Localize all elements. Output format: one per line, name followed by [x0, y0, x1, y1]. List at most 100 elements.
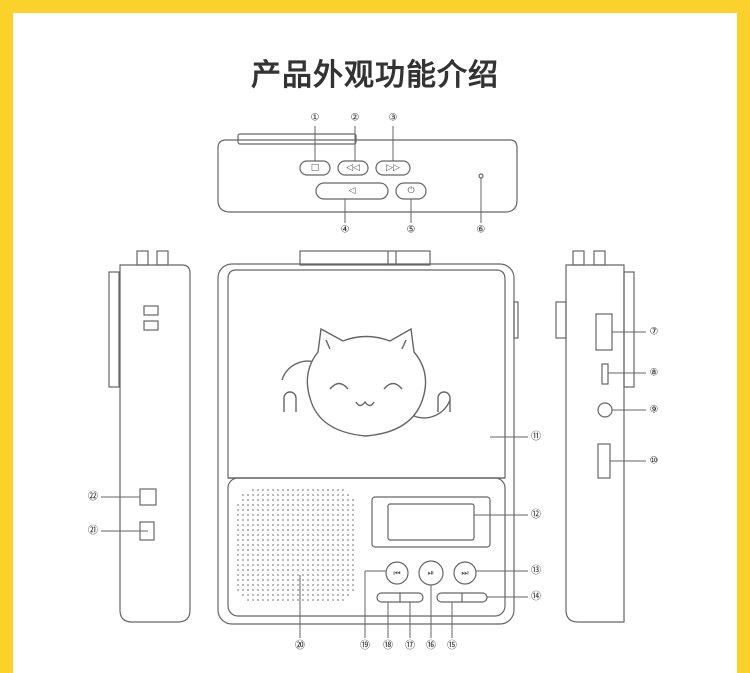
grille-hole: [262, 494, 264, 496]
grille-hole: [327, 559, 329, 561]
grille-hole: [252, 599, 254, 601]
grille-hole: [262, 554, 264, 556]
grille-hole: [242, 589, 244, 591]
grille-hole: [272, 514, 274, 516]
grille-hole: [277, 524, 279, 526]
grille-hole: [287, 539, 289, 541]
grille-hole: [237, 559, 239, 561]
grille-hole: [322, 554, 324, 556]
callout-14: ⑭: [531, 591, 541, 603]
left-side-knob-1: [136, 250, 149, 266]
callout-8: ⑧: [650, 368, 659, 379]
grille-hole: [277, 584, 279, 586]
grille-hole: [342, 589, 344, 591]
grille-hole: [292, 594, 294, 596]
grille-hole: [347, 514, 349, 516]
grille-hole: [252, 544, 254, 546]
grille-hole: [302, 579, 304, 581]
grille-hole: [322, 489, 324, 491]
grille-hole: [312, 534, 314, 536]
grille-hole: [277, 529, 279, 531]
grille-hole: [252, 504, 254, 506]
callout-3: ③: [389, 113, 398, 124]
grille-hole: [327, 579, 329, 581]
grille-hole: [337, 539, 339, 541]
grille-hole: [237, 524, 239, 526]
grille-hole: [317, 579, 319, 581]
grille-hole: [277, 574, 279, 576]
grille-hole: [347, 589, 349, 591]
grille-hole: [307, 544, 309, 546]
grille-hole: [262, 489, 264, 491]
grille-hole: [282, 499, 284, 501]
grille-hole: [302, 509, 304, 511]
grille-hole: [262, 499, 264, 501]
grille-hole: [247, 499, 249, 501]
grille-hole: [237, 574, 239, 576]
grille-hole: [262, 589, 264, 591]
grille-hole: [312, 519, 314, 521]
grille-hole: [257, 514, 259, 516]
grille-hole: [287, 534, 289, 536]
grille-hole: [352, 579, 354, 581]
play-button: [315, 182, 389, 200]
grille-hole: [292, 539, 294, 541]
grille-hole: [257, 564, 259, 566]
callout-4: ④: [341, 225, 350, 236]
grille-hole: [277, 504, 279, 506]
grille-hole: [237, 519, 239, 521]
grille-hole: [267, 599, 269, 601]
grille-hole: [262, 599, 264, 601]
left-side-slot-1: [143, 305, 159, 316]
grille-hole: [247, 574, 249, 576]
grille-hole: [287, 549, 289, 551]
grille-hole: [302, 594, 304, 596]
grille-hole: [287, 489, 289, 491]
grille-hole: [292, 489, 294, 491]
grille-hole: [272, 529, 274, 531]
grille-hole: [262, 539, 264, 541]
grille-hole: [267, 549, 269, 551]
grille-hole: [242, 554, 244, 556]
grille-hole: [292, 499, 294, 501]
grille-hole: [272, 579, 274, 581]
grille-hole: [272, 534, 274, 536]
grille-hole: [312, 544, 314, 546]
grille-hole: [257, 574, 259, 576]
grille-hole: [342, 559, 344, 561]
callout-17: ⑰: [405, 640, 415, 652]
grille-hole: [327, 539, 329, 541]
grille-hole: [282, 494, 284, 496]
grille-hole: [327, 564, 329, 566]
grille-hole: [297, 514, 299, 516]
grille-hole: [297, 499, 299, 501]
grille-hole: [317, 584, 319, 586]
grille-hole: [252, 489, 254, 491]
grille-hole: [287, 509, 289, 511]
grille-hole: [327, 504, 329, 506]
grille-hole: [252, 589, 254, 591]
grille-hole: [262, 529, 264, 531]
grille-hole: [277, 579, 279, 581]
grille-hole: [247, 509, 249, 511]
grille-hole: [322, 544, 324, 546]
grille-hole: [342, 544, 344, 546]
grille-hole: [332, 494, 334, 496]
grille-hole: [262, 584, 264, 586]
callout-9: ⑨: [650, 405, 659, 416]
grille-hole: [337, 579, 339, 581]
grille-hole: [312, 569, 314, 571]
grille-hole: [277, 519, 279, 521]
grille-hole: [322, 524, 324, 526]
grille-hole: [312, 504, 314, 506]
grille-hole: [302, 539, 304, 541]
grille-hole: [342, 574, 344, 576]
grille-hole: [282, 559, 284, 561]
grille-hole: [257, 494, 259, 496]
grille-hole: [302, 519, 304, 521]
grille-hole: [287, 559, 289, 561]
grille-hole: [297, 594, 299, 596]
grille-hole: [242, 544, 244, 546]
grille-hole: [317, 524, 319, 526]
grille-hole: [332, 534, 334, 536]
